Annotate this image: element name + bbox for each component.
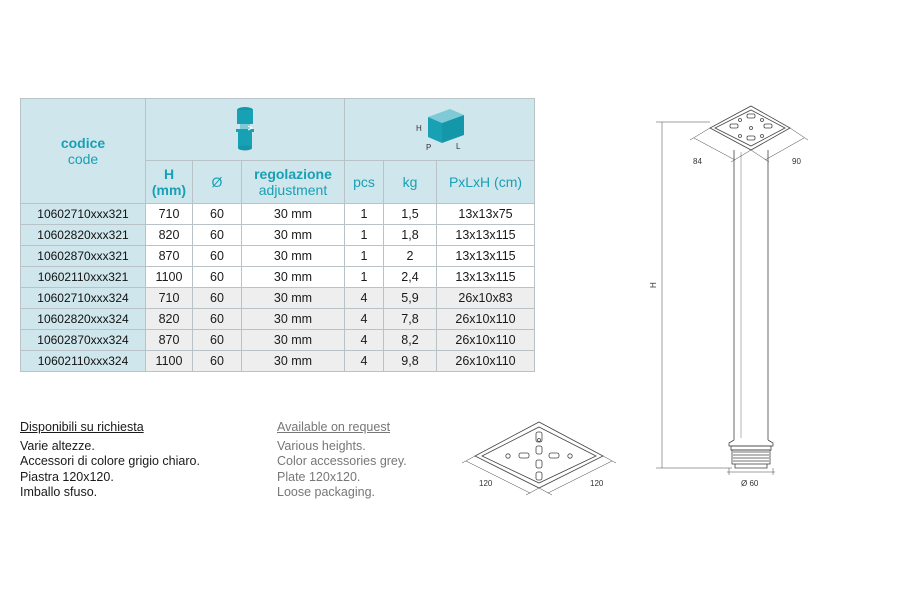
table-cell: 60 [192,266,242,288]
notes-english: Available on request Various heights. Co… [277,420,407,501]
plate-dim-right: 120 [590,479,604,488]
notes-en-line: Plate 120x120. [277,469,361,484]
col-reg-it: regolazione [254,166,332,182]
code-header-it: codice [60,135,106,151]
table-cell: 13x13x75 [436,203,535,225]
leg-dim-diameter: Ø 60 [741,479,759,488]
leg-adjuster-icon [236,107,254,151]
col-h-label: H [163,166,175,182]
spec-table: codice code H P L [20,98,535,372]
notes-it-title: Disponibili su richiesta [20,420,144,434]
plate-dim-left: 120 [479,479,493,488]
notes-en-line: Various heights. [277,438,366,453]
col-reg-header: regolazione adjustment [241,160,345,204]
notes-it-line: Piastra 120x120. [20,469,114,484]
notes-en-line: Color accessories grey. [277,454,407,468]
plate-drawing [461,421,617,496]
package-box-icon: H P L [416,109,464,152]
col-kg-header: kg [383,160,437,204]
table-cell: 1100 [145,350,193,372]
notes-en-title: Available on request [277,420,391,434]
product-code-cell: 10602710xxx321 [20,203,146,225]
table-cell: 60 [192,203,242,225]
table-cell: 26x10x110 [436,329,535,351]
code-header-en: code [67,151,99,167]
table-cell: 60 [192,287,242,309]
table-cell: 710 [145,287,193,309]
notes-it-line: Accessori di colore grigio chiaro. [20,454,200,468]
notes-en-line: Loose packaging. [277,485,375,499]
box-label-l: L [456,142,461,151]
table-cell: 4 [344,329,384,351]
table-cell: 4 [344,287,384,309]
col-h-unit: (mm) [151,182,187,198]
table-cell: 60 [192,245,242,267]
table-cell: 4 [344,308,384,330]
table-cell: 1,5 [383,203,437,225]
table-cell: 820 [145,308,193,330]
table-cell: 9,8 [383,350,437,372]
table-cell: 4 [344,350,384,372]
box-label-p: P [426,143,431,152]
product-code-cell: 10602710xxx324 [20,287,146,309]
leg-icon-cell [145,98,345,161]
table-cell: 26x10x83 [436,287,535,309]
notes-italian: Disponibili su richiesta Varie altezze. … [20,420,200,501]
notes-it-line: Imballo sfuso. [20,485,98,499]
table-cell: 60 [192,350,242,372]
table-cell: 30 mm [241,350,345,372]
table-cell: 26x10x110 [436,350,535,372]
leg-drawing [656,105,809,475]
col-dims-header: PxLxH (cm) [436,160,535,204]
table-cell: 870 [145,245,193,267]
col-h-header: H (mm) [145,160,193,204]
col-diam-header: Ø [192,160,242,204]
product-code-cell: 10602870xxx321 [20,245,146,267]
notes-it-line: Varie altezze. [20,438,95,453]
box-label-h: H [416,124,422,133]
col-reg-en: adjustment [258,182,328,198]
product-code-cell: 10602110xxx324 [20,350,146,372]
table-cell: 1100 [145,266,193,288]
leg-dim-right: 90 [792,157,801,166]
product-code-cell: 10602110xxx321 [20,266,146,288]
table-cell: 30 mm [241,203,345,225]
package-icon-cell: H P L [344,98,535,161]
table-cell: 7,8 [383,308,437,330]
leg-dim-left: 84 [693,157,702,166]
table-cell: 26x10x110 [436,308,535,330]
code-header: codice code [20,98,146,204]
leg-dim-height: H [649,282,658,288]
table-cell: 5,9 [383,287,437,309]
